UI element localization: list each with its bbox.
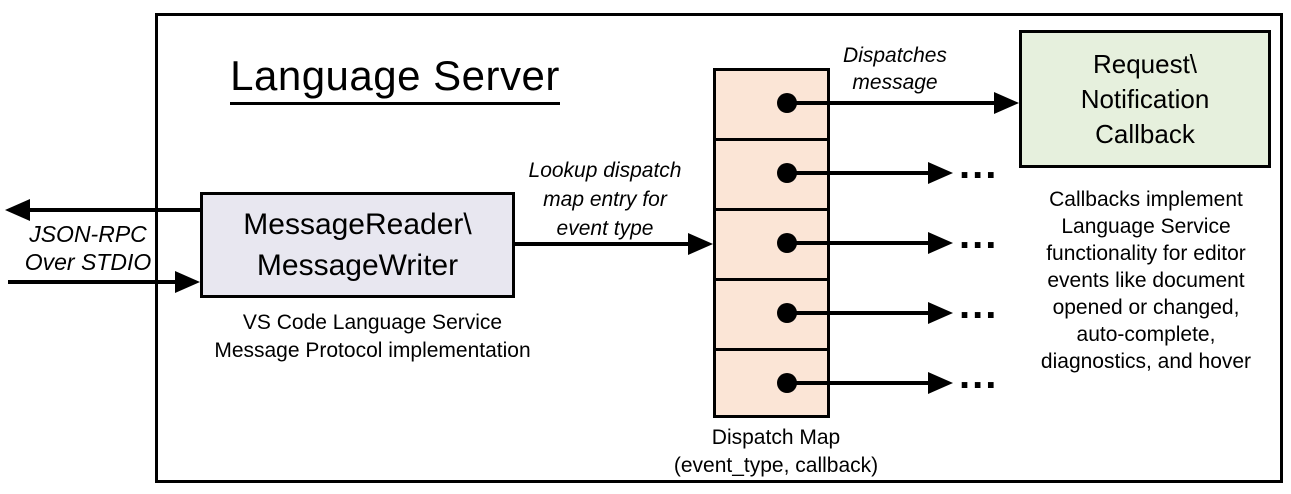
json-rpc-io-label: JSON-RPC Over STDIO	[24, 221, 152, 275]
lookup-dispatch-label: Lookup dispatch map entry for event type	[528, 159, 682, 240]
dispatches-message-label: Dispatches message	[843, 44, 947, 94]
diagram-title: Language Server	[225, 52, 565, 105]
ellipsis: ...	[959, 143, 999, 187]
request-notification-callback-box: Request\ Notification Callback	[1019, 30, 1271, 168]
ellipsis: ...	[959, 283, 999, 327]
diagram-title-text: Language Server	[230, 52, 560, 105]
dispatch-cell-divider	[716, 278, 827, 281]
language-server-boundary	[155, 13, 1283, 483]
dispatch-cell-divider	[716, 208, 827, 211]
arrow-stdio-out-head	[5, 199, 30, 221]
dispatch-map	[713, 68, 830, 418]
dispatch-cell-divider	[716, 138, 827, 141]
message-reader-writer-box: MessageReader\ MessageWriter	[200, 192, 515, 298]
ellipsis: ...	[959, 353, 999, 397]
ellipsis: ...	[959, 213, 999, 257]
callbacks-caption: Callbacks implement Language Service fun…	[1040, 188, 1252, 373]
reader-caption: VS Code Language Service Message Protoco…	[214, 311, 531, 362]
dispatch-cell-divider	[716, 348, 827, 351]
dispatch-map-caption: Dispatch Map (event_type, callback)	[673, 426, 879, 477]
